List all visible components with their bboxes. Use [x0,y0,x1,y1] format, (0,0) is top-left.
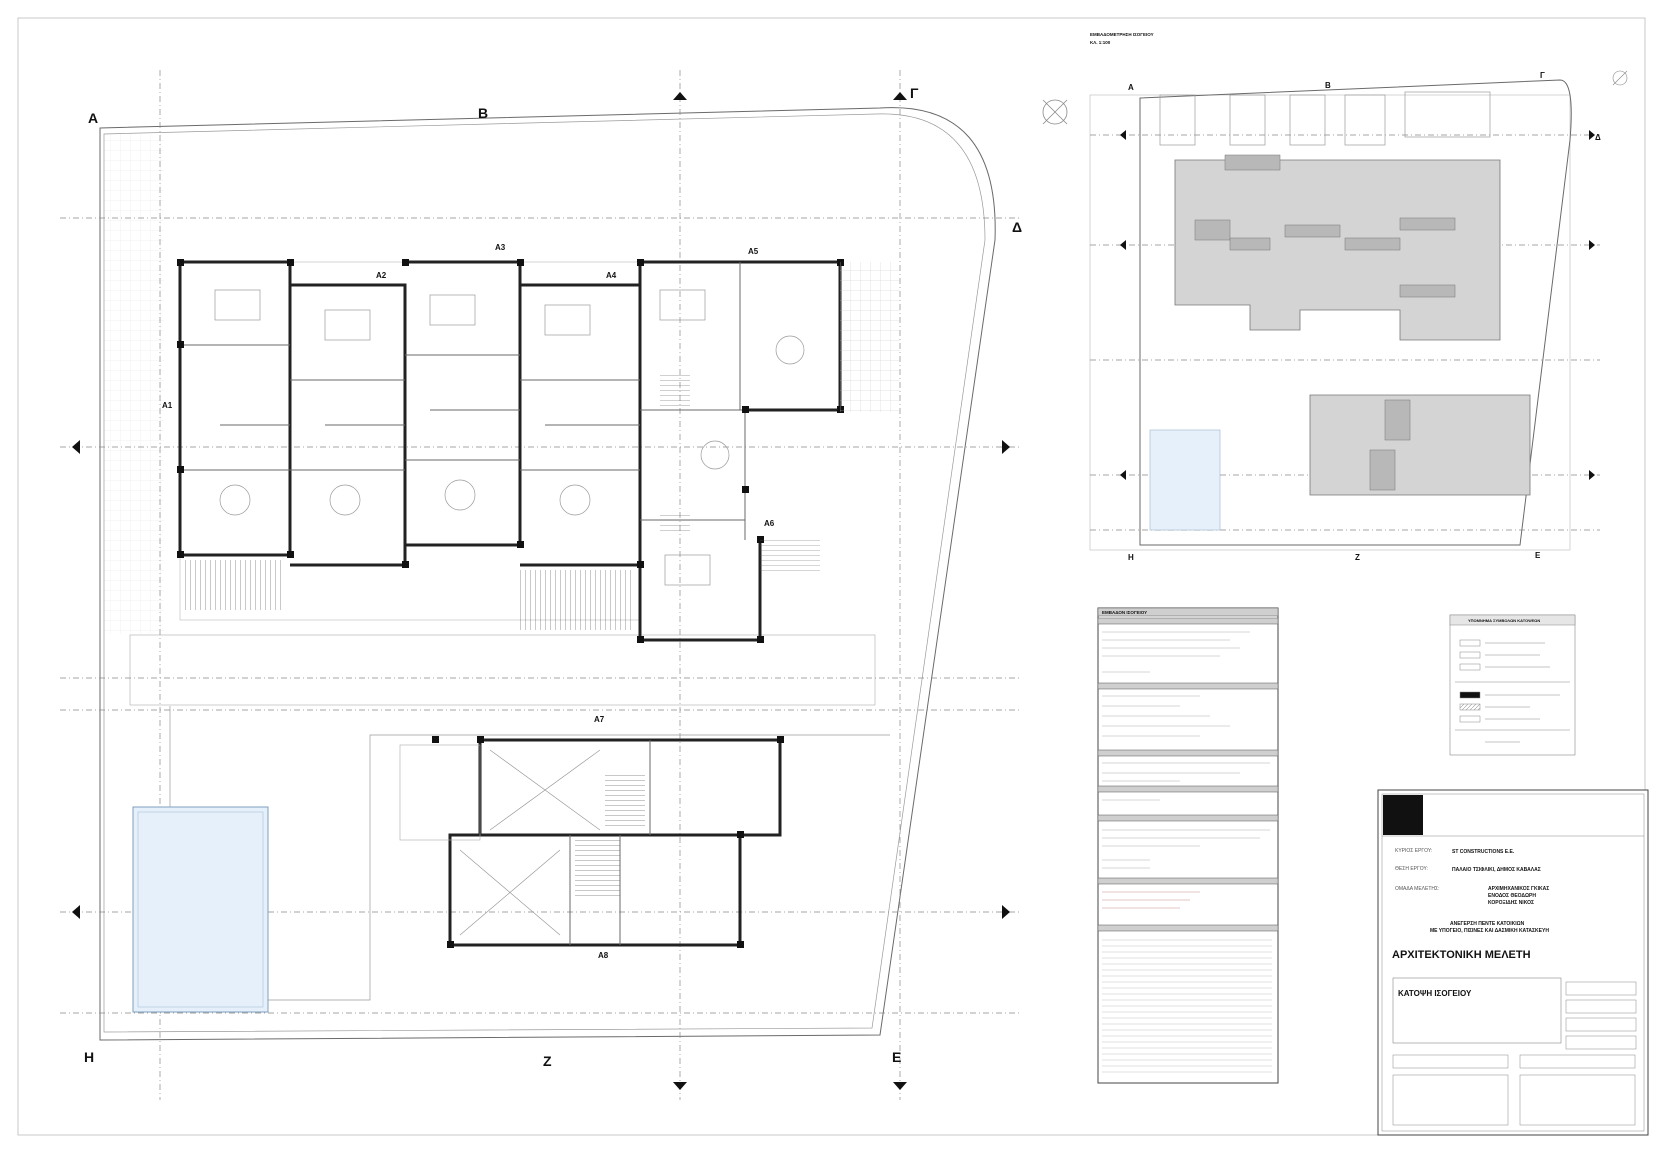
key-north-arrow-icon [1612,70,1628,86]
designer-line-1: ΑΡΧΙΜΗΧΑΝΙΚΟΣ ΓΚΙΚΑΣ [1488,886,1549,892]
opening-a1: Α1 [162,401,173,410]
opening-a5: Α5 [748,247,759,256]
opening-a3: Α3 [495,243,506,252]
main-grid-labels: Α Β Γ Δ Η Ζ Ε [84,85,1022,1069]
key-grid-e: Ε [1535,551,1541,560]
schedule-title: ΕΜΒΑΔΟΝ ΙΣΟΓΕΙΟΥ [1102,610,1147,615]
section-markers [72,92,1010,1090]
grid-label-g: Γ [910,85,919,101]
key-grid-d: Δ [1595,133,1601,142]
pool [132,806,269,1013]
drawing-name: ΚΑΤΟΨΗ ΙΣΟΓΕΙΟΥ [1398,989,1472,998]
main-floor-plan [60,70,1020,1100]
grid-label-a: Α [88,110,98,126]
key-grid-z: Ζ [1355,553,1360,562]
project-line-1: ΑΝΕΓΕΡΣΗ ΠΕΝΤΕ ΚΑΤΟΙΚΙΩΝ [1450,921,1525,927]
sheet-border [17,17,1646,1136]
legend-title: ΥΠΟΜΝΗΜΑ ΣΥΜΒΟΛΩΝ ΚΑΤΟΨΕΩΝ [1468,618,1540,623]
grid-label-z: Ζ [543,1053,552,1069]
grid-label-h: Η [84,1049,94,1065]
svg-text:ΚΥΡΙΟΣ ΕΡΓΟΥ:: ΚΥΡΙΟΣ ΕΡΓΟΥ: [1395,848,1432,854]
opening-a2: Α2 [376,271,387,280]
owner-line: ST CONSTRUCTIONS E.E. [1452,849,1515,855]
svg-text:ΟΜΑΔΑ ΜΕΛΕΤΗΣ:: ΟΜΑΔΑ ΜΕΛΕΤΗΣ: [1395,886,1440,892]
svg-text:ΘΕΣΗ ΕΡΓΟΥ:: ΘΕΣΗ ΕΡΓΟΥ: [1395,866,1428,872]
grid-label-b: Β [478,105,488,121]
key-grid-a: Α [1128,83,1134,92]
project-line-2: ΜΕ ΥΠΟΓΕΙΟ, ΠΙΣΙΝΕΣ ΚΑΙ ΔΑΣΜΙΚΗ ΚΑΤΑΣΚΕΥ… [1430,928,1549,934]
symbols-legend [1449,614,1576,756]
title-block: ΚΥΡΙΟΣ ΕΡΓΟΥ: ΘΕΣΗ ΕΡΓΟΥ: ΟΜΑΔΑ ΜΕΛΕΤΗΣ: [1377,789,1649,1136]
designer-line-2: ΕΝΟΔΟΣ ΘΕΟΔΩΡΗ [1488,893,1536,899]
grid-label-e: Ε [892,1049,901,1065]
north-arrow-icon [1042,99,1068,125]
drawing-type-title: ΑΡΧΙΤΕΚΤΟΝΙΚΗ ΜΕΛΕΤΗ [1392,949,1531,961]
key-grid-h: Η [1128,553,1134,562]
location-line: ΠΑΛΑΙΟ ΤΣΙΦΛΙΚΙ, ΔΗΜΟΣ ΚΑΒΑΛΑΣ [1452,867,1541,873]
area-schedule [1097,607,1279,1084]
key-grid-b: Β [1325,81,1331,90]
key-grid-g: Γ [1540,71,1545,80]
key-plan-grid-labels: Α Β Γ Δ Η Ζ Ε ΕΜΒΑΔΟΜΕΤΡΗΣΗ ΙΣΟΓΕΙΟΥ ΚΛ.… [1090,32,1601,562]
opening-a4: Α4 [606,271,617,280]
key-plan-scale: ΚΛ. 1:100 [1090,40,1111,45]
key-plan [1089,79,1600,551]
opening-labels: Α1 Α2 Α3 Α4 Α5 Α6 Α7 Α8 [162,243,775,960]
designer-line-3: ΚΟΡΟΞΙΔΗΣ ΝΙΚΟΣ [1488,900,1534,906]
opening-a6: Α6 [764,519,775,528]
key-plan-title: ΕΜΒΑΔΟΜΕΤΡΗΣΗ ΙΣΟΓΕΙΟΥ [1090,32,1154,37]
opening-a7: Α7 [594,715,605,724]
grid-label-d: Δ [1012,219,1022,235]
opening-a8: Α8 [598,951,609,960]
firm-logo [1383,795,1423,835]
